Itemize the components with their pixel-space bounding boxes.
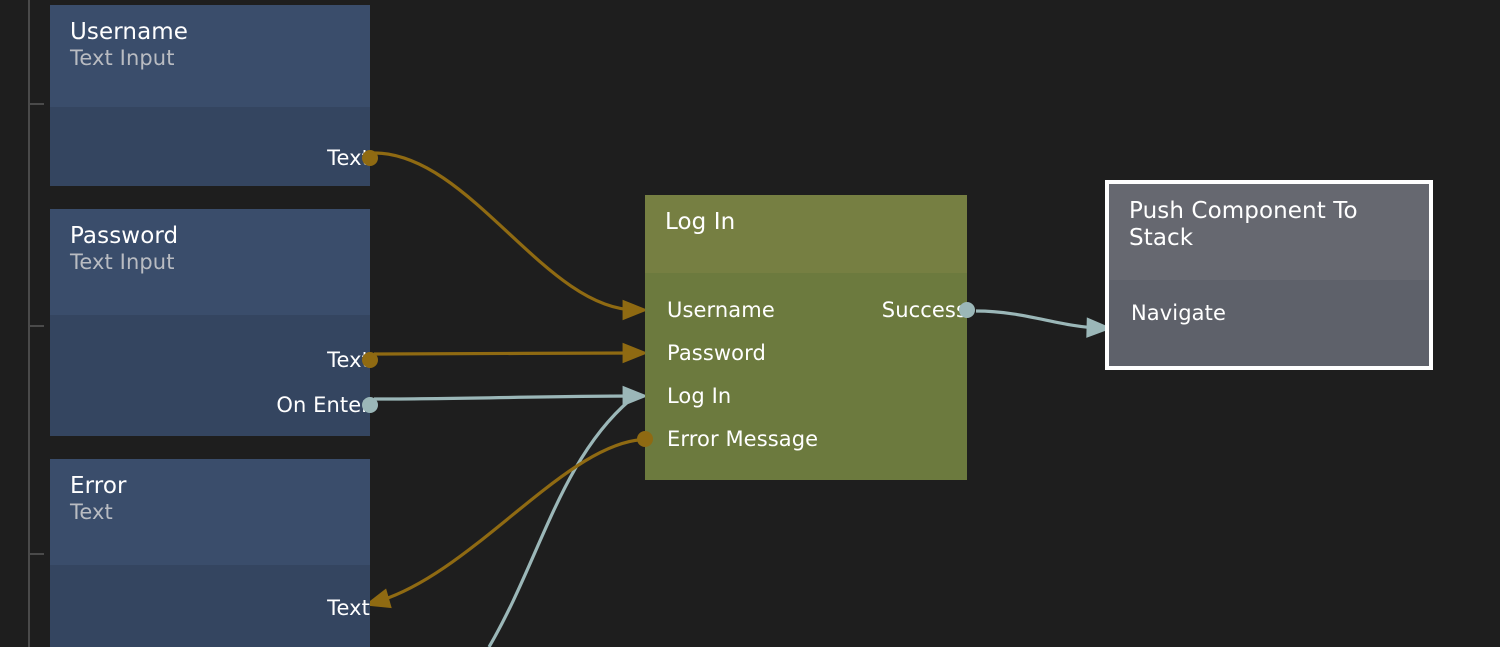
wire-offscreen-to-login — [487, 398, 632, 647]
port-dot-data[interactable] — [362, 150, 378, 166]
wire-password-to-login — [373, 342, 649, 364]
node-password[interactable]: Password Text Input Text On Enter — [50, 209, 378, 436]
port-label: Success — [881, 298, 967, 322]
node-error-title: Error — [70, 473, 127, 499]
node-password-title: Password — [70, 223, 179, 249]
port-label: Navigate — [1131, 301, 1226, 325]
wire-errormessage-to-error — [364, 438, 639, 609]
port-password-onenter-out[interactable]: On Enter — [276, 393, 378, 417]
wire-success-to-navigate — [975, 309, 1113, 338]
node-push-component-header[interactable]: Push Component To Stack — [1109, 184, 1429, 280]
node-error-subtitle: Text — [70, 499, 113, 524]
node-login-title: Log In — [665, 209, 736, 235]
port-login-success-out[interactable]: Success — [881, 298, 975, 322]
guide-rail — [28, 0, 30, 647]
port-username-text-out[interactable]: Text — [327, 146, 378, 170]
node-username-body: Text — [50, 107, 378, 186]
guide-rail-tick — [30, 325, 44, 327]
node-error-header[interactable]: Error Text — [50, 459, 370, 565]
port-login-password-in[interactable]: Password — [645, 341, 766, 365]
port-dot-data[interactable] — [637, 431, 653, 447]
port-password-text-out[interactable]: Text — [327, 348, 378, 372]
wire-onenter-to-login — [373, 385, 649, 407]
node-push-component-title: Push Component To Stack — [1129, 198, 1358, 251]
node-error-body: Text — [50, 565, 370, 647]
wire-username-to-login — [373, 151, 649, 321]
port-push-component-navigate-in[interactable]: Navigate — [1109, 301, 1226, 325]
port-dot-event[interactable] — [362, 397, 378, 413]
node-push-component-to-stack[interactable]: Push Component To Stack Navigate — [1105, 180, 1433, 370]
port-login-login-in[interactable]: Log In — [645, 384, 732, 408]
node-error[interactable]: Error Text Text — [50, 459, 370, 647]
port-label: Username — [667, 298, 775, 322]
guide-rail-tick — [30, 553, 44, 555]
node-login-header[interactable]: Log In — [645, 195, 967, 273]
node-password-subtitle: Text Input — [70, 249, 175, 274]
node-login[interactable]: Log In Username Password Log In Error Me… — [637, 195, 975, 480]
port-label: Log In — [667, 384, 732, 408]
port-label: On Enter — [276, 393, 370, 417]
node-login-body: Username Password Log In Error Message S… — [637, 273, 975, 480]
node-username[interactable]: Username Text Input Text — [50, 5, 378, 186]
node-password-header[interactable]: Password Text Input — [50, 209, 370, 315]
port-login-username-in[interactable]: Username — [645, 298, 775, 322]
port-dot-event[interactable] — [959, 302, 975, 318]
node-password-body: Text On Enter — [50, 315, 378, 436]
node-username-header[interactable]: Username Text Input — [50, 5, 370, 107]
port-label: Password — [667, 341, 766, 365]
port-dot-data[interactable] — [362, 352, 378, 368]
port-login-errormessage-out[interactable]: Error Message — [637, 427, 819, 451]
port-error-text-in[interactable]: Text — [327, 596, 370, 620]
guide-rail-tick — [30, 103, 44, 105]
port-label: Text — [327, 596, 370, 620]
node-username-title: Username — [70, 19, 189, 45]
node-username-subtitle: Text Input — [70, 45, 175, 70]
node-push-component-body: Navigate — [1109, 280, 1429, 366]
port-label: Error Message — [667, 427, 819, 451]
